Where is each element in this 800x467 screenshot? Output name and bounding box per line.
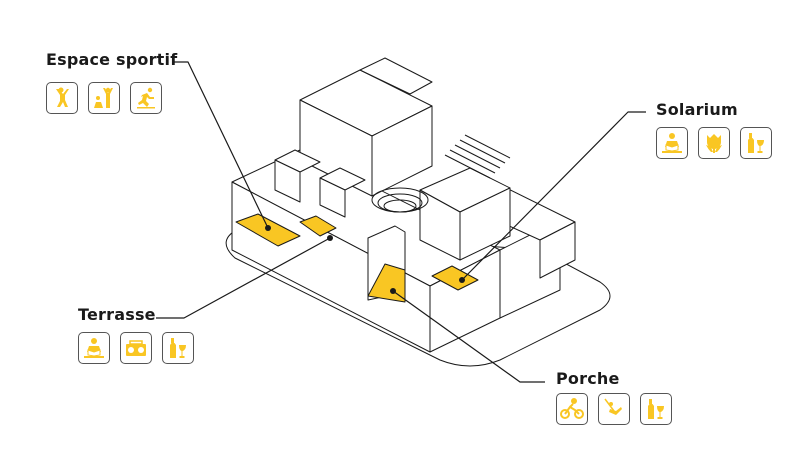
wine-icon [640, 393, 672, 425]
running-icon [130, 82, 162, 114]
label-espace-sportif: Espace sportif [46, 50, 178, 69]
label-terrasse: Terrasse [78, 305, 156, 324]
reading-icon [78, 332, 110, 364]
swing-icon [598, 393, 630, 425]
wine-icon [740, 127, 772, 159]
climbing-icon [46, 82, 78, 114]
tulip-icon [698, 127, 730, 159]
leader-lines [156, 61, 646, 383]
icons-porche [556, 393, 672, 425]
label-porche: Porche [556, 369, 620, 388]
label-solarium: Solarium [656, 100, 738, 119]
solarium-area [431, 265, 479, 291]
boombox-icon [120, 332, 152, 364]
leader-dots [265, 225, 465, 294]
wine-icon [162, 332, 194, 364]
reading-icon [656, 127, 688, 159]
icons-solarium [656, 127, 772, 159]
stairs [444, 134, 511, 179]
icons-terrasse [78, 332, 194, 364]
cycling-icon [556, 393, 588, 425]
icons-espace-sportif [46, 82, 162, 114]
terrasse-area [299, 215, 337, 237]
fitness-icon [88, 82, 120, 114]
spiral-stair [371, 187, 429, 213]
